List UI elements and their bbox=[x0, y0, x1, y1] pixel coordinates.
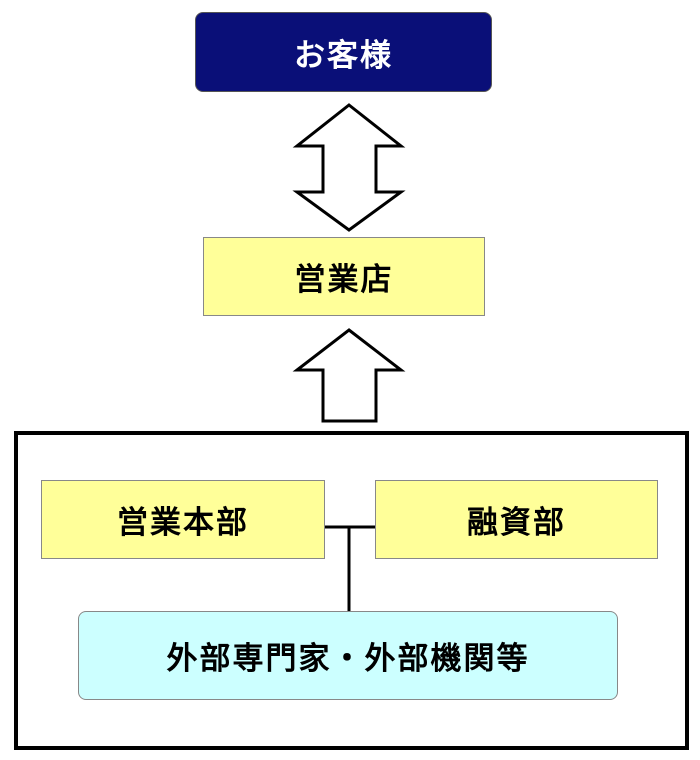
finance-dept-box: 融資部 bbox=[375, 480, 658, 559]
branch-box: 営業店 bbox=[203, 237, 485, 316]
bidirectional-arrow bbox=[292, 103, 406, 232]
sales-hq-box: 営業本部 bbox=[41, 480, 325, 559]
up-arrow bbox=[292, 328, 406, 423]
customer-box: お客様 bbox=[195, 12, 492, 92]
external-experts-box: 外部専門家・外部機関等 bbox=[78, 611, 618, 700]
